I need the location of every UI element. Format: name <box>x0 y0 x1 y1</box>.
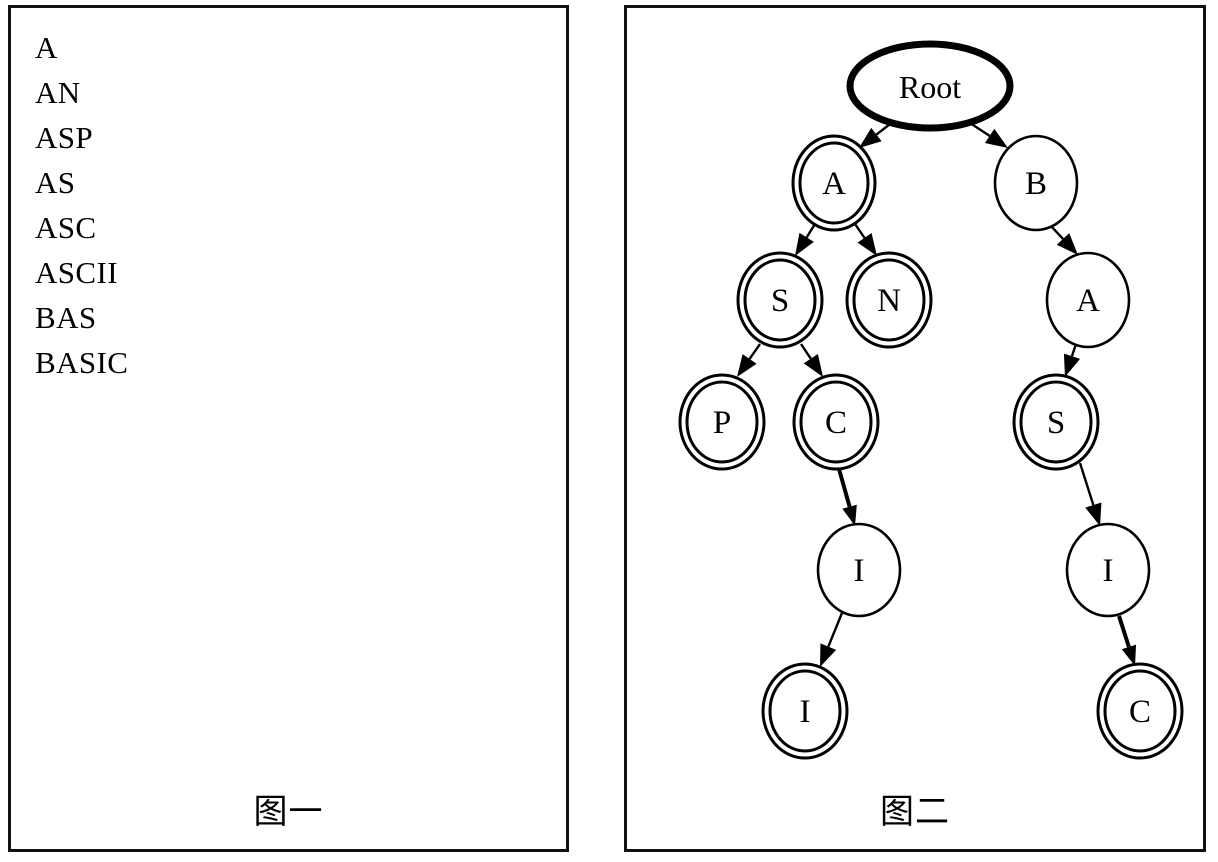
tree-edge <box>795 223 817 256</box>
node-label: C <box>1129 694 1151 730</box>
tree-node-a2[interactable]: A <box>1045 251 1131 349</box>
node-inner-outline <box>743 258 817 342</box>
tree-node-i3[interactable]: I <box>761 662 849 760</box>
tree-node-b1[interactable]: B <box>993 134 1079 232</box>
node-inner-outline <box>1103 669 1177 753</box>
list-item: A <box>35 30 58 65</box>
list-item: AS <box>35 165 76 200</box>
tree-edge <box>820 612 844 667</box>
node-label: A <box>1076 283 1100 319</box>
node-inner-outline <box>685 380 759 464</box>
list-item: ASC <box>35 210 97 245</box>
arrowhead-icon <box>1063 353 1081 377</box>
node-inner-outline <box>1019 380 1093 464</box>
arrowhead-icon <box>857 233 877 256</box>
node-outline <box>678 373 766 471</box>
edge-line <box>748 343 761 360</box>
edge-line <box>805 223 817 238</box>
tree-node-c1[interactable]: C <box>792 373 880 471</box>
figure-one-caption: 图一 <box>253 792 324 832</box>
arrowhead-icon <box>984 128 1008 148</box>
node-inner-outline <box>852 258 926 342</box>
node-label: C <box>825 405 847 441</box>
edge-line <box>1117 615 1131 648</box>
tree-node-i1[interactable]: I <box>816 522 902 618</box>
arrowhead-icon <box>1056 233 1078 255</box>
node-label: I <box>800 694 811 730</box>
edge-line <box>837 468 852 508</box>
figure-one-panel: A AN ASP AS ASC ASCII BAS BASIC 图一 <box>8 5 569 852</box>
word-list: A AN ASP AS ASC ASCII BAS BASIC <box>35 25 128 385</box>
list-item: ASP <box>35 120 94 155</box>
edge-line <box>800 343 812 360</box>
tree-edge <box>837 468 857 526</box>
edge-line <box>1050 225 1064 240</box>
node-outline <box>1012 373 1100 471</box>
node-inner-outline <box>798 141 870 225</box>
node-outline <box>736 251 824 349</box>
arrowhead-icon <box>1085 502 1102 526</box>
tree-node-c2[interactable]: C <box>1096 662 1184 760</box>
arrowhead-icon <box>795 232 814 256</box>
tree-node-root[interactable]: Root <box>846 40 1014 132</box>
tree-edge <box>1063 343 1081 377</box>
tree-edges-layer <box>737 119 1137 667</box>
node-outline <box>791 134 877 232</box>
list-item: BASIC <box>35 345 129 380</box>
node-outline <box>1096 662 1184 760</box>
node-label: N <box>877 283 901 319</box>
node-label: S <box>771 283 789 319</box>
edge-line <box>854 223 866 239</box>
node-outline <box>845 251 933 349</box>
node-outline <box>1065 522 1151 618</box>
tree-node-s1[interactable]: S <box>736 251 824 349</box>
arrowhead-icon <box>803 353 823 377</box>
node-label: I <box>854 553 865 589</box>
tree-node-i2[interactable]: I <box>1065 522 1151 618</box>
node-outline <box>792 373 880 471</box>
tree-edge <box>1117 615 1137 666</box>
tree-node-s2[interactable]: S <box>1012 373 1100 471</box>
node-outline <box>846 40 1014 132</box>
list-item: ASCII <box>35 255 118 290</box>
node-label: A <box>822 166 846 202</box>
node-outline <box>761 662 849 760</box>
node-outline <box>1045 251 1131 349</box>
tree-edge <box>737 343 761 377</box>
node-label: Root <box>899 69 961 105</box>
edge-line <box>1078 462 1095 506</box>
tree-node-a1[interactable]: A <box>791 134 877 232</box>
node-outline <box>816 522 902 618</box>
node-outline <box>993 134 1079 232</box>
list-item: AN <box>35 75 81 110</box>
arrowhead-icon <box>820 643 837 667</box>
tree-node-p1[interactable]: P <box>678 373 766 471</box>
tree-edge <box>1050 225 1078 255</box>
edge-line <box>827 612 844 648</box>
arrowhead-icon <box>1121 644 1137 666</box>
node-label: B <box>1025 166 1047 202</box>
node-inner-outline <box>799 380 873 464</box>
arrowhead-icon <box>859 127 882 148</box>
tree-node-n1[interactable]: N <box>845 251 933 349</box>
node-label: P <box>713 405 731 441</box>
figure-two-caption: 图二 <box>880 792 950 832</box>
tree-edge <box>800 343 823 377</box>
tree-edge <box>854 223 877 256</box>
arrowhead-icon <box>737 354 757 377</box>
tree-edge <box>1078 462 1102 526</box>
node-inner-outline <box>768 669 842 753</box>
arrowhead-icon <box>842 504 857 526</box>
list-item: BAS <box>35 300 97 335</box>
node-label: I <box>1103 553 1114 589</box>
node-label: S <box>1047 405 1065 441</box>
